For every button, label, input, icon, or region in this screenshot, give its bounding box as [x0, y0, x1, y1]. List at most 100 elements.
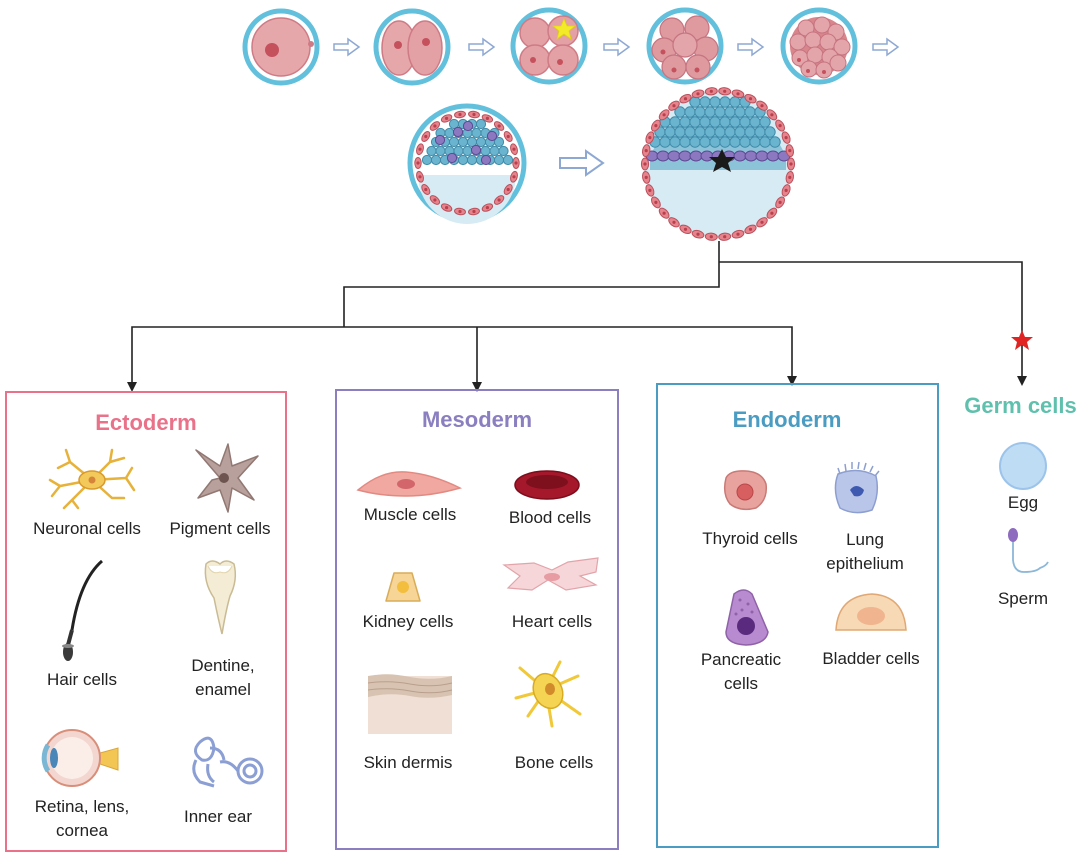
inner-ear-icon: [192, 736, 264, 788]
cell-nucleus: [445, 116, 449, 120]
epiblast-cell: [764, 126, 776, 138]
heart-cell-icon: [502, 557, 599, 591]
muscle-cell-icon: [356, 471, 463, 497]
cell-nucleus: [514, 161, 518, 165]
cell-nucleus: [643, 162, 647, 166]
epiblast-cell: [684, 106, 696, 118]
cell-nucleus: [789, 162, 793, 166]
cell-nucleus: [736, 92, 740, 96]
epiblast-cell: [759, 116, 771, 128]
kidney-cell-icon: [385, 572, 421, 602]
epiblast-cell: [694, 106, 706, 118]
cell-nucleus: [723, 89, 727, 93]
cell-nucleus: [506, 134, 510, 139]
epiblast-cell: [749, 136, 761, 148]
hair-icon: [62, 559, 104, 661]
cell-nucleus: [696, 232, 700, 236]
cell-nucleus: [445, 206, 449, 210]
primitive-endoderm-cell: [434, 134, 446, 146]
inner-cell-mass-cell: [430, 154, 442, 166]
bone-cells-label: Bone cells: [514, 753, 594, 772]
late-blastocyst-stage: [640, 87, 796, 241]
epiblast-cell: [744, 126, 756, 138]
cell-nucleus: [748, 227, 753, 231]
cell-nucleus: [424, 134, 428, 139]
cell-nucleus: [418, 175, 422, 179]
epiblast-cell: [769, 136, 781, 148]
sperm-icon: [1008, 528, 1049, 573]
epiblast-cell: [714, 126, 726, 138]
mesoderm-box: [335, 389, 619, 850]
four-cell-stage: [510, 7, 588, 85]
inner-cell-mass-cell: [466, 154, 478, 166]
stage-arrow-icon: [333, 37, 361, 57]
cell-nucleus: [723, 235, 727, 239]
epiblast-cell: [699, 96, 711, 108]
cell-nucleus: [458, 209, 462, 214]
cell-nucleus: [662, 211, 666, 215]
lung-epithelium-icon: [834, 461, 880, 514]
epiblast-cell: [669, 116, 681, 128]
eye-icon: [41, 729, 119, 787]
hypoblast-cell: [689, 150, 703, 162]
cell-nucleus: [672, 104, 676, 108]
cell-nucleus: [760, 220, 764, 224]
epiblast-cell: [729, 116, 741, 128]
endoderm-title: Endoderm: [732, 407, 842, 432]
skin-dermis-label: Skin dermis: [363, 753, 453, 772]
cell-nucleus: [778, 124, 782, 128]
cell-nucleus: [512, 175, 516, 179]
dentine-enamel-label: Dentine, enamel: [191, 656, 255, 699]
endoderm-box: [656, 383, 939, 848]
epiblast-cell: [749, 116, 761, 128]
pigment-cells-label: Pigment cells: [169, 519, 271, 538]
cell-nucleus: [416, 161, 420, 165]
primitive-endoderm-cell: [480, 154, 492, 166]
cell-nucleus: [784, 188, 788, 192]
lung-epithelium-label: Lung epithelium: [826, 530, 904, 573]
hypoblast-cell: [755, 150, 769, 162]
epiblast-cell: [674, 126, 686, 138]
primitive-endoderm-cell: [452, 126, 464, 138]
epiblast-cell: [689, 136, 701, 148]
bladder-cell-icon: [835, 593, 907, 631]
cell-nucleus: [512, 147, 516, 151]
cell-nucleus: [433, 124, 437, 128]
cell-nucleus: [497, 124, 501, 128]
cell-nucleus: [654, 200, 658, 204]
epiblast-cell: [709, 116, 721, 128]
epiblast-cell: [709, 96, 721, 108]
cell-nucleus: [485, 116, 489, 120]
zygote-stage: [242, 8, 320, 86]
cell-nucleus: [778, 200, 782, 204]
cell-nucleus: [418, 147, 422, 151]
epiblast-cell: [719, 96, 731, 108]
inner-cell-mass-cell: [448, 136, 460, 148]
inner-cell-mass-cell: [457, 136, 469, 148]
cell-nucleus: [424, 187, 428, 192]
egg-label: Egg: [1007, 493, 1039, 512]
cell-nucleus: [683, 227, 688, 231]
cell-nucleus: [683, 97, 688, 101]
epiblast-cell: [719, 136, 731, 148]
inner-cell-mass-cell: [480, 145, 491, 157]
epiblast-cell: [704, 126, 716, 138]
lineage-connectors: [127, 241, 1027, 392]
epiblast-cell: [734, 106, 746, 118]
primitive-endoderm-cell: [486, 130, 498, 142]
early-blastocyst-stage: [407, 103, 527, 224]
egg-icon: [999, 442, 1047, 490]
cell-nucleus: [696, 92, 700, 96]
ectoderm-box: [5, 391, 287, 852]
epiblast-cell: [669, 136, 681, 148]
cell-nucleus: [472, 112, 476, 117]
epiblast-cell: [719, 116, 731, 128]
cell-nucleus: [472, 209, 476, 214]
inner-cell-mass-cell: [457, 154, 469, 166]
primitive-endoderm-cell: [446, 152, 458, 164]
blastocyst-arrow-icon: [559, 149, 605, 177]
cell-nucleus: [644, 149, 648, 153]
cell-nucleus: [788, 175, 792, 179]
red-blood-cell-icon: [514, 470, 580, 500]
epiblast-cell: [724, 106, 736, 118]
